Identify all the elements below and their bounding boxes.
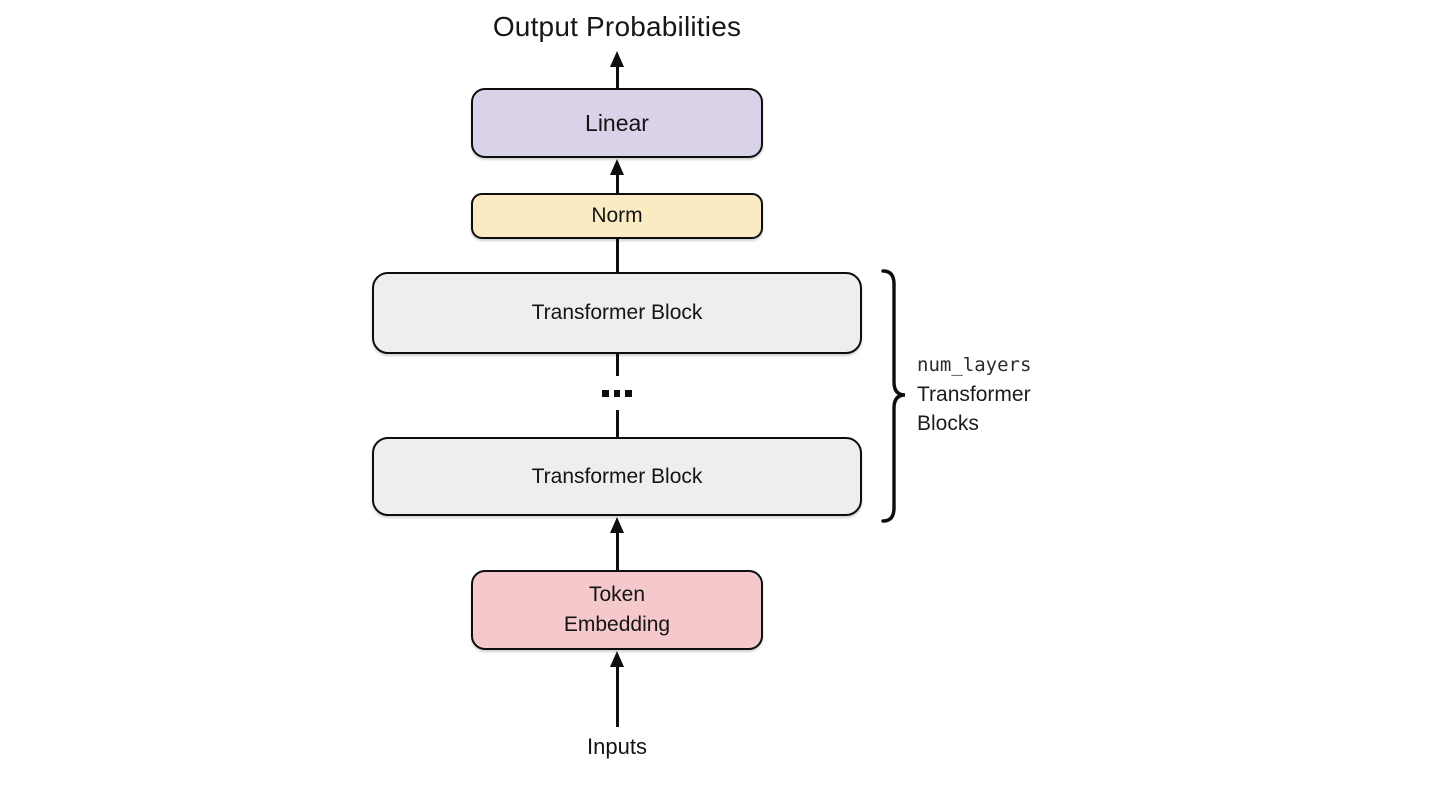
dot (602, 390, 609, 397)
connector-line (615, 239, 619, 273)
connector-line (615, 531, 619, 571)
arrow-up-icon (609, 651, 624, 667)
node-norm: Norm (471, 193, 763, 239)
node-linear-label: Linear (585, 109, 649, 136)
transformer-blocks-label: Transformer Blocks (917, 383, 1031, 435)
node-token-embedding-label-line2: Embedding (563, 613, 671, 636)
node-transformer-block-top-label: Transformer Block (531, 301, 703, 324)
connector-line (615, 665, 619, 727)
node-transformer-block-bottom-label: Transformer Block (531, 464, 703, 488)
connector-line (615, 354, 619, 376)
diagram-title: Output Probabilities (492, 11, 742, 42)
node-linear: Linear (471, 88, 763, 158)
connector-line (615, 64, 619, 89)
dot (625, 390, 632, 397)
node-transformer-block-top: Transformer Block (372, 272, 862, 354)
inputs-label: Inputs (587, 734, 647, 759)
arrow-up-icon (609, 517, 624, 533)
node-token-embedding: Token Embedding (471, 570, 763, 650)
num-layers-code-label: num_layers (917, 354, 1032, 376)
arrow-up-icon (609, 51, 624, 67)
arrow-up-icon (609, 159, 624, 175)
node-transformer-block-bottom: Transformer Block (372, 437, 862, 516)
node-token-embedding-label-line1: Token (588, 583, 646, 606)
connector-line (615, 173, 619, 194)
dot (613, 390, 620, 397)
ellipsis-dots (602, 390, 632, 397)
node-norm-label: Norm (591, 204, 643, 227)
brace-annotation: num_layers Transformer Blocks (917, 351, 1067, 438)
curly-brace-icon (881, 269, 906, 523)
connector-line (615, 410, 619, 438)
